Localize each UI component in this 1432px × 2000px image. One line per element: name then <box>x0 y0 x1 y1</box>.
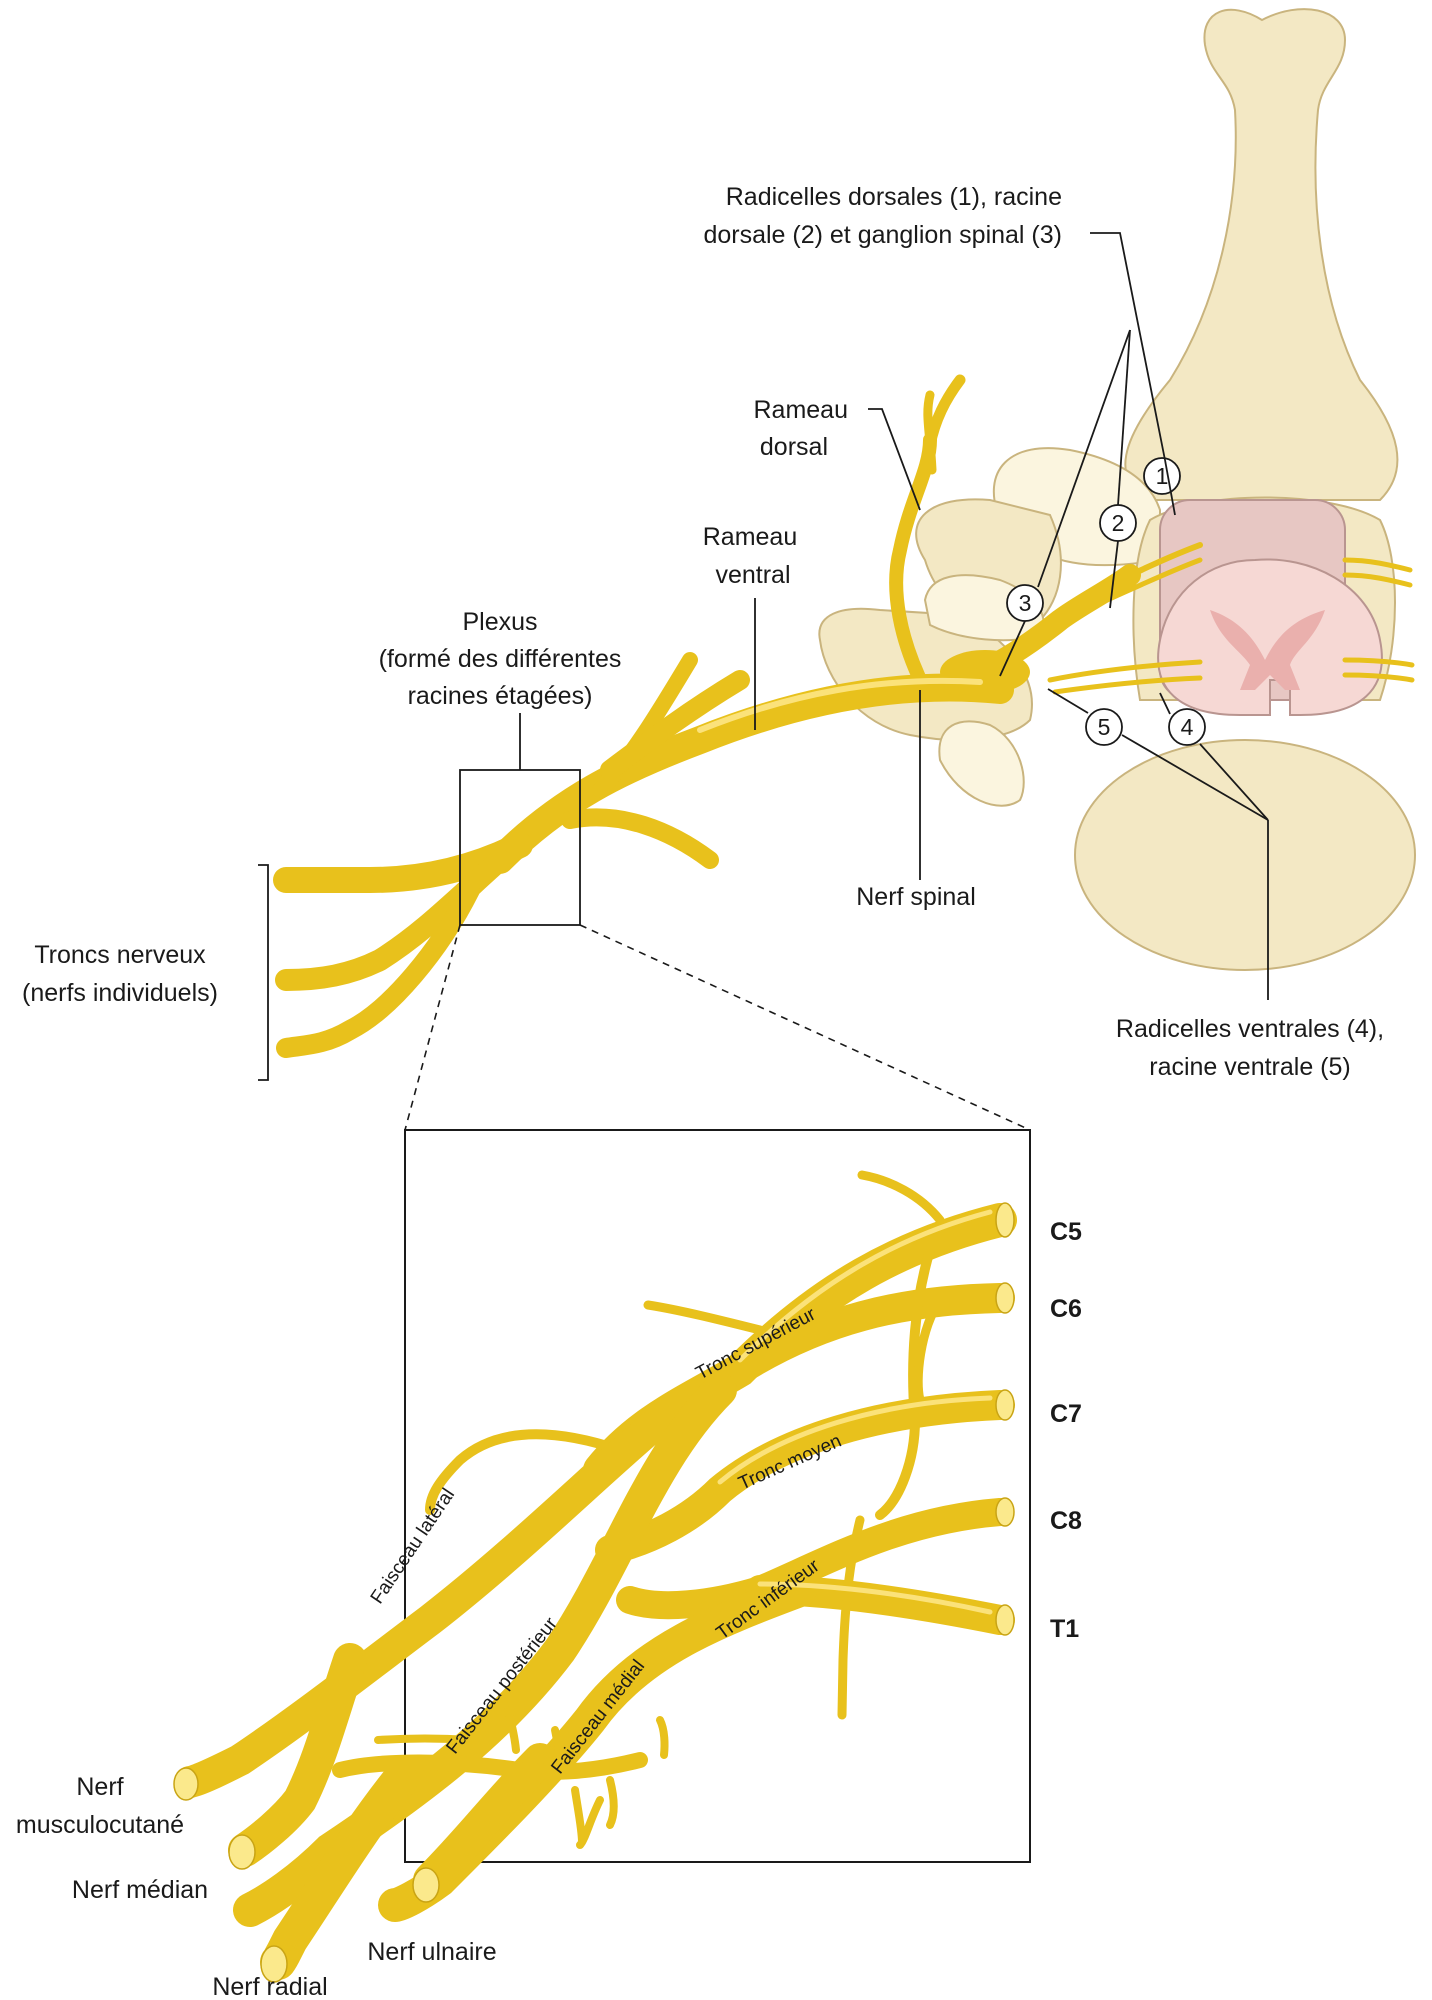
trunks-label-2: (nerfs individuels) <box>22 979 218 1007</box>
level-c7: C7 <box>1050 1400 1082 1428</box>
ventral-ramus-label: Rameau <box>703 523 798 551</box>
radial-nerve-label: Nerf radial <box>212 1973 327 2000</box>
circled-markers: 1 2 3 4 5 <box>1006 457 1206 746</box>
level-c5: C5 <box>1050 1218 1082 1246</box>
svg-text:4: 4 <box>1181 714 1194 740</box>
ventral-roots-label-2: racine ventrale (5) <box>1149 1053 1350 1081</box>
marker-4: 4 <box>1168 708 1206 746</box>
plexus-inset: Tronc supérieur Tronc moyen Tronc inféri… <box>173 1129 1031 1983</box>
spinal-level-labels: C5 C6 C7 C8 T1 <box>1050 1218 1082 1643</box>
plexus-label-3: racines étagées) <box>408 682 593 710</box>
plexus-label: Plexus <box>462 608 537 636</box>
leader-lines <box>258 232 1269 1081</box>
top-nerves <box>273 374 1415 1058</box>
top-labels: Radicelles dorsales (1), racine dorsale … <box>22 183 1384 1081</box>
terminal-nerve-labels: Nerf musculocutané Nerf médian Nerf ulna… <box>16 1773 497 2000</box>
marker-2: 2 <box>1099 504 1137 542</box>
level-c8: C8 <box>1050 1507 1082 1535</box>
dorsal-ramus-label: Rameau <box>754 396 849 424</box>
musculocutaneous-label: Nerf <box>76 1773 123 1801</box>
vertebra <box>818 8 1416 971</box>
ventral-ramus-label-2: ventral <box>715 561 790 589</box>
level-t1: T1 <box>1050 1615 1079 1643</box>
median-nerve-label: Nerf médian <box>72 1876 208 1904</box>
svg-text:5: 5 <box>1098 714 1111 740</box>
marker-3: 3 <box>1006 584 1044 622</box>
plexus-label-2: (formé des différentes <box>379 645 622 673</box>
spinal-nerve-label: Nerf spinal <box>856 883 976 911</box>
zoom-connectors <box>404 924 1031 1131</box>
svg-text:2: 2 <box>1112 510 1125 536</box>
trunks-label: Troncs nerveux <box>34 941 206 969</box>
spinal-cord <box>1157 558 1383 716</box>
dorsal-ramus-label-2: dorsal <box>760 433 828 461</box>
marker-5: 5 <box>1085 708 1123 746</box>
inset-nerves <box>173 1170 1017 1983</box>
svg-text:3: 3 <box>1019 590 1032 616</box>
dorsal-roots-label: Radicelles dorsales (1), racine <box>726 183 1062 211</box>
ventral-roots-label: Radicelles ventrales (4), <box>1116 1015 1384 1043</box>
ulnar-nerve-label: Nerf ulnaire <box>367 1938 496 1966</box>
dorsal-roots-label-2: dorsale (2) et ganglion spinal (3) <box>703 221 1062 249</box>
musculocutaneous-label-2: musculocutané <box>16 1811 184 1839</box>
level-c6: C6 <box>1050 1295 1082 1323</box>
marker-1: 1 <box>1143 457 1181 495</box>
svg-text:1: 1 <box>1156 463 1169 489</box>
